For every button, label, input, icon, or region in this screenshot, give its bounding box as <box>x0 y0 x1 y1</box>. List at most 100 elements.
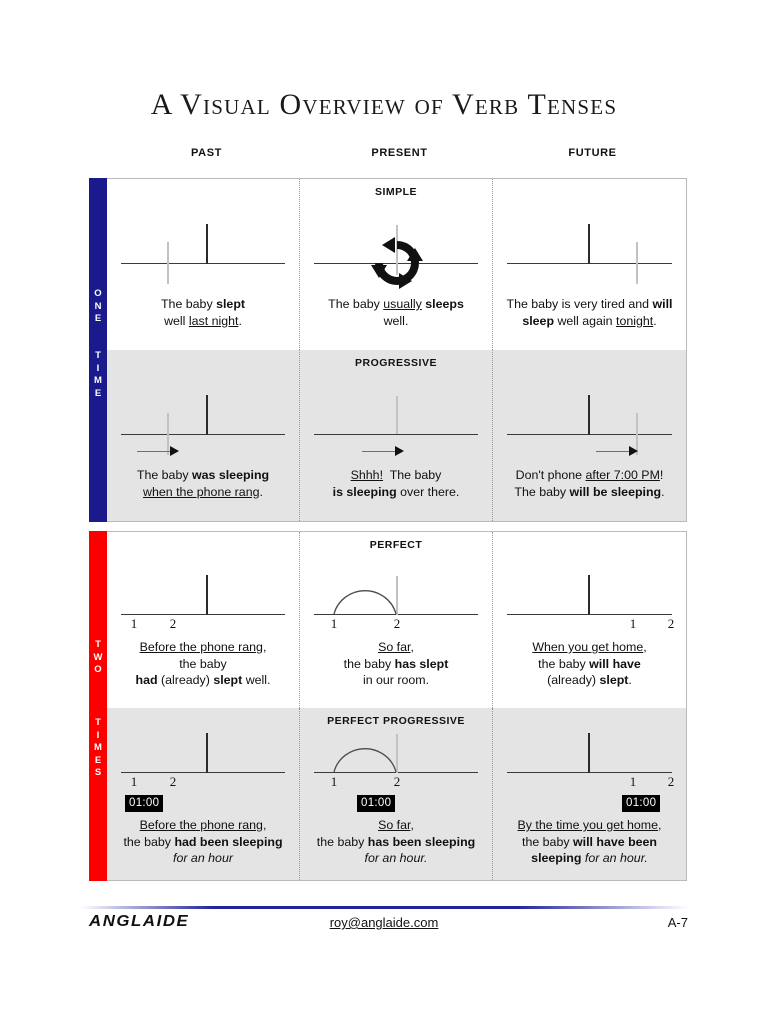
group-one-time: O N E T I M E T <box>89 178 687 522</box>
tick-gray <box>396 734 398 773</box>
tick-gray <box>167 413 169 455</box>
time-number-1: 1 <box>629 616 637 631</box>
letter: S <box>94 767 102 778</box>
letter: E <box>94 387 102 399</box>
row-caption-progressive: PROGRESSIVE <box>355 357 437 369</box>
cycle-arrows-icon <box>371 237 423 289</box>
letter: I <box>96 729 100 741</box>
tick-event <box>206 224 208 264</box>
letter: E <box>94 313 102 324</box>
cell-future-progressive: Don't phone after 7:00 PM!The baby will … <box>493 350 686 521</box>
time-number-2: 2 <box>393 774 401 789</box>
time-number-1: 1 <box>130 616 138 631</box>
tick-event <box>588 224 590 264</box>
letter: I <box>96 362 100 374</box>
letter: M <box>94 375 102 386</box>
group-two-times-label-two: T W O <box>89 639 107 677</box>
time-number-1: 1 <box>330 774 338 789</box>
time-number-2: 2 <box>393 616 401 631</box>
tick-event <box>588 575 590 615</box>
sentence: By the time you get home,the baby will h… <box>517 818 662 865</box>
brand-logo: ANGLAIDE <box>89 913 190 930</box>
tick-event <box>206 575 208 615</box>
duration-arc-icon <box>333 748 397 773</box>
group-one-time-bar: O N E T I M E <box>89 178 107 522</box>
tick-event <box>206 395 208 435</box>
tick-event <box>588 395 590 435</box>
time-number-2: 2 <box>667 774 675 789</box>
footer-divider <box>80 906 688 909</box>
tick-gray <box>396 225 398 275</box>
group-one-time-label-time: T I M E <box>89 350 107 400</box>
row-caption-perfect-progressive: PERFECT PROGRESSIVE <box>327 715 465 727</box>
tick-gray <box>636 242 638 284</box>
tick-gray <box>396 396 398 434</box>
tick-event <box>206 733 208 773</box>
cell-future-perfect: 1 2 When you get home,the baby will have… <box>493 532 686 708</box>
letter: N <box>94 300 102 312</box>
time-number-1: 1 <box>330 616 338 631</box>
time-number-2: 2 <box>169 774 177 789</box>
column-header-future: FUTURE <box>568 147 617 159</box>
time-number-1: 1 <box>629 774 637 789</box>
row-caption-simple: SIMPLE <box>374 186 418 198</box>
time-number-2: 2 <box>169 616 177 631</box>
duration-badge: 01:00 <box>125 795 164 812</box>
column-header-past: PAST <box>191 147 222 159</box>
group-two-times: T W O T I M E S 1 2 <box>89 531 687 881</box>
group-two-times-bar: T W O T I M E S <box>89 531 107 881</box>
letter: T <box>95 717 101 728</box>
tick-event <box>588 733 590 773</box>
duration-badge: 01:00 <box>622 795 661 812</box>
sentence: Don't phone after 7:00 PM!The baby will … <box>514 468 665 499</box>
footer-email-link[interactable]: roy@anglaide.com <box>329 915 439 930</box>
letter: E <box>94 754 102 766</box>
letter: W <box>93 651 103 663</box>
column-header-present: PRESENT <box>371 147 428 159</box>
duration-badge: 01:00 <box>357 795 396 812</box>
tick-gray <box>396 576 398 615</box>
duration-arrow-icon <box>362 446 408 456</box>
sentence: Before the phone rang,the baby had been … <box>123 818 283 865</box>
row-perfect-progressive: 1 2 01:00 Before the phone rang,the baby… <box>107 708 686 880</box>
cell-past-perfect-progressive: 1 2 01:00 Before the phone rang,the baby… <box>107 708 300 880</box>
tick-gray <box>636 413 638 455</box>
footer-page-number: A-7 <box>667 915 688 930</box>
letter: O <box>94 288 102 299</box>
group-one-time-label-one: O N E <box>89 288 107 326</box>
cell-future-perfect-progressive: 1 2 01:00 By the time you get home,the b… <box>493 708 686 880</box>
duration-arrow-icon <box>596 446 642 456</box>
duration-arrow-icon <box>137 446 183 456</box>
tick-gray <box>167 242 169 284</box>
row-caption-perfect: PERFECT <box>369 539 423 551</box>
cell-present-simple: SIMPLE <box>300 179 493 350</box>
sentence: When you get home,the baby will have(alr… <box>532 640 647 687</box>
time-number-2: 2 <box>667 616 675 631</box>
letter: T <box>95 639 101 650</box>
letter: M <box>94 742 102 753</box>
letter: O <box>94 664 102 675</box>
duration-arc-icon <box>333 590 397 615</box>
cell-present-perfect-progressive: PERFECT PROGRESSIVE 1 2 01:00 So far,the… <box>300 708 493 880</box>
page-title: A Visual Overview of Verb Tenses <box>150 88 618 121</box>
time-number-1: 1 <box>130 774 138 789</box>
group-two-times-label-times: T I M E S <box>89 717 107 780</box>
